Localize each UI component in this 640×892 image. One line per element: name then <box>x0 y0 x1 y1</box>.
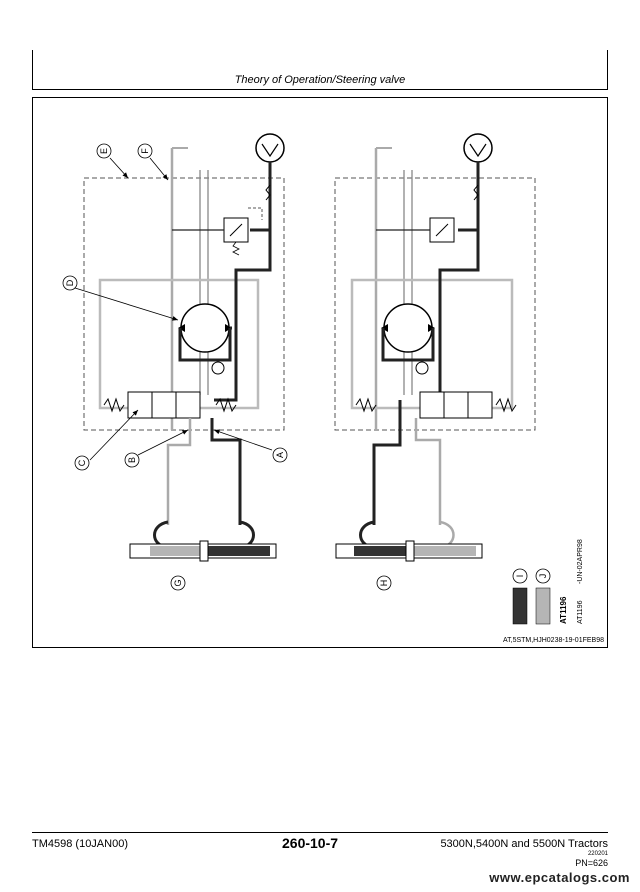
legend-I: I <box>512 568 528 625</box>
callout-B-label: B <box>127 457 137 463</box>
callout-C-label: C <box>77 459 87 466</box>
date-code: 220201 <box>587 851 608 857</box>
callout-C: C <box>74 455 90 471</box>
callout-D: D <box>62 275 78 291</box>
legend-I-label: I <box>515 575 525 578</box>
legend-J: J <box>535 568 551 625</box>
watermark[interactable]: www.epcatalogs.com <box>489 870 630 885</box>
footer-rule <box>32 832 608 833</box>
header-frame: Theory of Operation/Steering valve <box>32 50 608 90</box>
view-H-label: H <box>379 580 389 587</box>
figure-frame <box>32 97 608 648</box>
view-label-G: G <box>170 575 186 591</box>
page-number: 260-10-7 <box>282 835 339 851</box>
callout-E-label: E <box>99 148 109 154</box>
callout-F-label: F <box>140 148 150 154</box>
callout-D-label: D <box>65 279 75 286</box>
callout-A-label: A <box>275 452 285 458</box>
left-circuit <box>83 133 285 562</box>
callout-A: A <box>272 447 288 463</box>
legend-J-label: J <box>538 574 548 579</box>
view-label-H: H <box>376 575 392 591</box>
ref-code-small: AT1196 <box>577 600 584 624</box>
callout-leaders <box>74 157 273 461</box>
section-title: Theory of Operation/Steering valve <box>234 74 406 86</box>
callout-F: F <box>137 143 153 159</box>
callout-E: E <box>96 143 112 159</box>
legend-I-swatch <box>512 587 528 625</box>
pn-code: PN=626 <box>575 858 608 868</box>
doc-id: TM4598 (10JAN00) <box>32 838 128 850</box>
right-circuit <box>334 133 536 562</box>
view-G-label: G <box>173 579 183 586</box>
legend-J-swatch <box>535 587 551 625</box>
figure-id: AT,5STM,HJH0238-19-01FEB98 <box>503 637 604 644</box>
model-line: 5300N,5400N and 5500N Tractors <box>440 838 608 850</box>
ref-code: AT1196 <box>559 596 568 624</box>
callout-B: B <box>124 452 140 468</box>
date-vertical: -UN-02APR98 <box>577 539 584 584</box>
